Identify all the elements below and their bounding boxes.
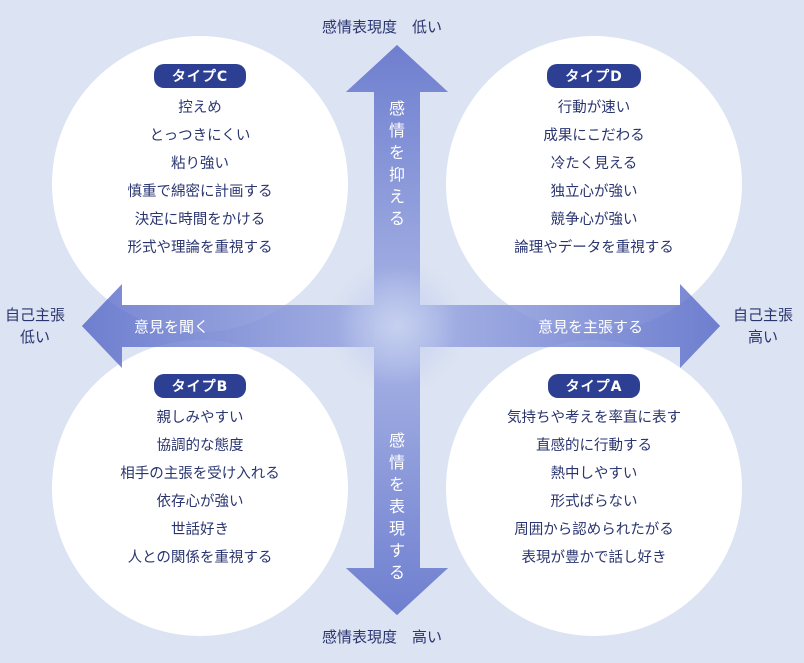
vertical-char: を: [388, 475, 405, 494]
arrow-down-text: 感情を表現する: [387, 430, 407, 584]
arrow-up-text: 感情を抑える: [387, 98, 407, 230]
axis-label-right: 自己主張 高い: [726, 304, 800, 348]
type-c-trait: 形式や理論を重視する: [127, 240, 273, 256]
type-d-circle: タイプD 行動が速い 成果にこだわる 冷たく見える 独立心が強い 競争心が強い …: [446, 36, 742, 332]
type-b-circle: タイプB 親しみやすい 協調的な態度 相手の主張を受け入れる 依存心が強い 世話…: [52, 340, 348, 636]
type-a-badge: タイプA: [547, 374, 641, 398]
type-b-trait: 世話好き: [171, 522, 229, 538]
axis-label-right-line2: 高い: [747, 328, 778, 346]
axis-label-left-line2: 低い: [19, 328, 50, 346]
vertical-char: 現: [388, 519, 405, 538]
type-d-trait: 競争心が強い: [550, 212, 638, 228]
type-c-circle: タイプC 控えめ とっつきにくい 粘り強い 慎重で綿密に計画する 決定に時間をか…: [52, 36, 348, 332]
type-d-badge: タイプD: [547, 64, 641, 88]
type-b-trait: 依存心が強い: [156, 494, 244, 510]
type-d-trait: 冷たく見える: [550, 156, 638, 172]
vertical-char: 情: [388, 121, 405, 140]
type-d-trait: 独立心が強い: [550, 184, 638, 200]
axis-label-left: 自己主張 低い: [0, 304, 70, 348]
type-a-trait: 気持ちや考えを率直に表す: [507, 410, 681, 426]
arrow-down-label: 感情を表現する: [387, 430, 407, 584]
type-a-trait: 形式ばらない: [550, 494, 638, 510]
axis-label-bottom: 感情表現度 高い: [322, 628, 443, 646]
type-a-circle: タイプA 気持ちや考えを率直に表す 直感的に行動する 熱中しやすい 形式ばらない…: [446, 340, 742, 636]
vertical-char: る: [388, 209, 405, 228]
vertical-char: 感: [388, 431, 405, 450]
arrow-up-label: 感情を抑える: [387, 98, 407, 230]
type-b-trait: 親しみやすい: [156, 410, 244, 426]
type-b-trait: 協調的な態度: [156, 438, 244, 454]
vertical-char: す: [388, 541, 405, 560]
vertical-char: 抑: [388, 165, 405, 184]
type-a-trait: 直感的に行動する: [536, 438, 652, 454]
arrow-left-label: 意見を聞く: [134, 318, 210, 336]
type-d-trait: 行動が速い: [557, 100, 631, 116]
vertical-char: を: [388, 143, 405, 162]
type-b-badge: タイプB: [153, 374, 247, 398]
type-c-trait: 粘り強い: [171, 156, 229, 172]
type-c-trait: 控えめ: [178, 100, 222, 116]
type-a-trait: 周囲から認められたがる: [514, 522, 674, 538]
vertical-char: 感: [388, 99, 405, 118]
type-a-trait: 熱中しやすい: [550, 466, 638, 482]
type-c-badge: タイプC: [153, 64, 247, 88]
arrow-right-label: 意見を主張する: [538, 318, 644, 336]
type-c-trait: とっつきにくい: [149, 128, 251, 144]
type-d-trait: 論理やデータを重視する: [514, 240, 674, 256]
vertical-char: 表: [388, 497, 405, 516]
axis-label-right-line1: 自己主張: [732, 306, 793, 324]
type-a-trait: 表現が豊かで話し好き: [521, 550, 667, 566]
type-c-trait: 決定に時間をかける: [134, 212, 266, 228]
vertical-char: え: [388, 187, 405, 206]
type-d-trait: 成果にこだわる: [543, 128, 645, 144]
type-b-trait: 相手の主張を受け入れる: [120, 466, 280, 482]
axis-label-top: 感情表現度 低い: [322, 18, 443, 36]
vertical-char: 情: [388, 453, 405, 472]
axis-label-left-line1: 自己主張: [4, 306, 65, 324]
type-c-trait: 慎重で綿密に計画する: [127, 184, 273, 200]
type-b-trait: 人との関係を重視する: [127, 550, 273, 566]
vertical-char: る: [388, 563, 405, 582]
